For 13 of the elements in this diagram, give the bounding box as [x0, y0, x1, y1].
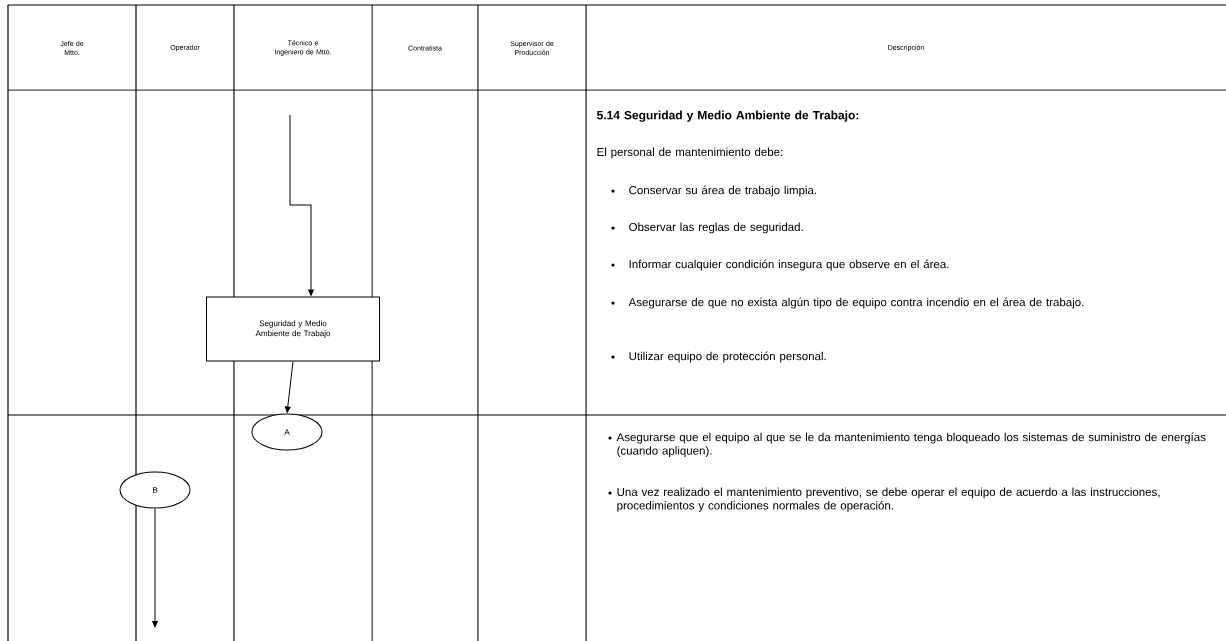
description-text: El personal de mantenimiento debe:	[597, 147, 783, 159]
bullet-item: Asegurarse que el equipo al que se le da mantenimiento tenga bloqueado los sistemas de suministro de energías (cuando apliquen).	[608, 432, 1206, 457]
bullet-item: Conservar su área de trabajo limpia.	[611, 185, 817, 197]
section-heading: 5.14 Seguridad y Medio Ambiente de Trabajo:	[597, 110, 859, 122]
arrow	[284, 361, 294, 413]
arrow	[289, 114, 314, 296]
bullet-item: Asegurarse de que no exista algún tipo de equipo contra incendio en el área de trabajo.	[611, 297, 1084, 309]
bullet-item: Observar las reglas de seguridad.	[611, 222, 803, 234]
arrow	[152, 508, 158, 628]
bullet-item: Una vez realizado el mantenimiento preventivo, se debe operar el equipo de acuerdo a las instrucciones, procedimientos y condiciones normales de operación.	[608, 487, 1160, 512]
process-box: Seguridad y Medio Ambiente de Trabajo	[206, 296, 380, 362]
bullet-item: Informar cualquier condición insegura que observe en el área.	[611, 259, 949, 271]
bullet-item: Utilizar equipo de protección personal.	[611, 351, 826, 363]
